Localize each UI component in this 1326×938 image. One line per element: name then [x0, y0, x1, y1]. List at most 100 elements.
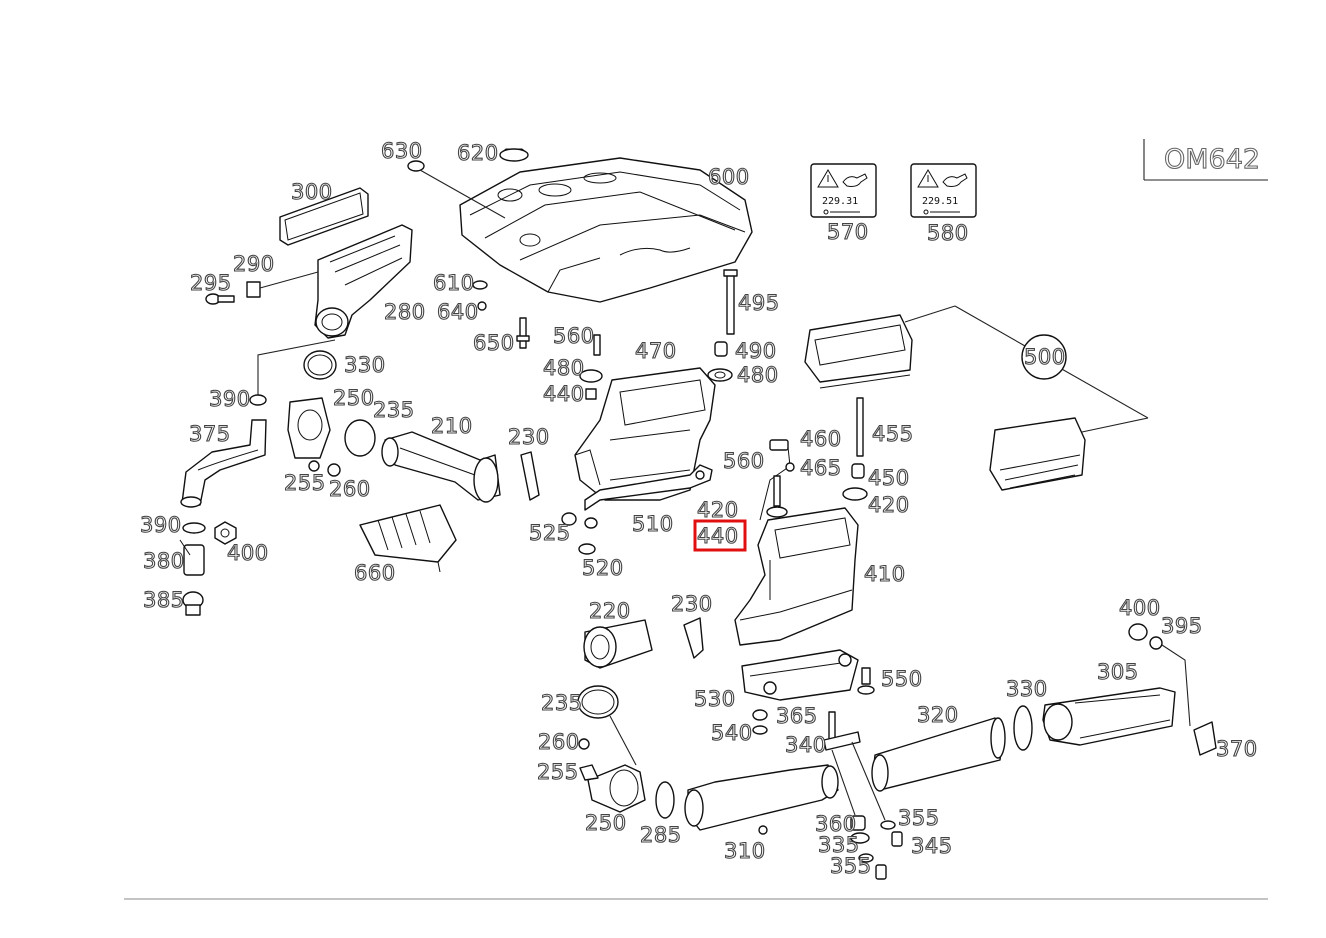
callout-650: 650 — [473, 331, 515, 355]
module-660 — [359, 504, 457, 573]
callout-220: 220 — [589, 599, 631, 623]
callout-310: 310 — [724, 839, 766, 863]
callout-390-lower: 390 — [140, 513, 182, 537]
callout-355-lower: 355 — [830, 854, 872, 878]
callout-355-upper: 355 — [898, 806, 940, 830]
callout-470: 470 — [635, 339, 677, 363]
callout-260-upper: 260 — [329, 477, 371, 501]
callout-285: 285 — [640, 823, 682, 847]
clamp-235-lower — [577, 685, 619, 719]
callout-660: 660 — [354, 561, 396, 585]
gasket-230-lower — [683, 617, 704, 659]
callout-550: 550 — [881, 667, 923, 691]
callout-440-upper: 440 — [543, 382, 585, 406]
cap-630 — [407, 160, 506, 219]
callout-340: 340 — [785, 733, 827, 757]
hose-320 — [871, 717, 1006, 792]
filter-element-500-lower — [989, 417, 1086, 491]
oil-sticker-570: 229.31 — [810, 163, 877, 218]
filter-element-500-upper — [804, 314, 913, 389]
bolt-stack-495 — [707, 269, 738, 382]
callout-400-left: 400 — [227, 541, 269, 565]
callout-330-upper: 330 — [344, 353, 386, 377]
small-parts-395-400-370 — [1128, 623, 1217, 756]
callout-235-lower: 235 — [541, 691, 583, 715]
callout-480-left: 480 — [543, 356, 585, 380]
callout-370: 370 — [1216, 737, 1258, 761]
callout-345: 345 — [911, 834, 953, 858]
clamp-330 — [303, 350, 337, 380]
callout-490: 490 — [735, 339, 777, 363]
callout-580: 580 — [927, 221, 969, 245]
clamp-390-upper — [249, 394, 267, 406]
callout-250-lower: 250 — [585, 811, 627, 835]
callout-230-upper: 230 — [508, 425, 550, 449]
seal-300 — [279, 187, 369, 246]
callout-640: 640 — [437, 300, 479, 324]
callout-460: 460 — [800, 427, 842, 451]
callout-360: 360 — [815, 812, 857, 836]
pipe-220 — [583, 619, 653, 669]
callout-570: 570 — [827, 220, 869, 244]
sticker-code-580: 229.51 — [922, 196, 958, 207]
callout-210: 210 — [431, 414, 473, 438]
callout-620: 620 — [457, 141, 499, 165]
intake-305 — [1042, 687, 1176, 746]
callout-600: 600 — [708, 165, 750, 189]
callout-300: 300 — [291, 180, 333, 204]
fastener-290-295 — [205, 271, 319, 305]
callout-305: 305 — [1097, 660, 1139, 684]
callout-510: 510 — [632, 512, 674, 536]
hose-210 — [381, 431, 501, 503]
callout-455: 455 — [872, 422, 914, 446]
intake-duct-280 — [314, 224, 413, 339]
callout-440-highlighted: 440 — [697, 524, 739, 548]
callout-465: 465 — [800, 456, 842, 480]
callout-320: 320 — [917, 703, 959, 727]
callout-255-lower: 255 — [537, 760, 579, 784]
callout-labels: 630 620 600 300 290 295 280 610 640 650 … — [139, 138, 1258, 878]
flange-250-lower — [578, 715, 646, 813]
callout-540: 540 — [711, 721, 753, 745]
callout-500: 500 — [1024, 345, 1066, 369]
callout-410: 410 — [864, 562, 906, 586]
small-parts-335-345-355-360 — [850, 815, 903, 880]
callout-255-upper: 255 — [284, 471, 326, 495]
callout-525: 525 — [529, 521, 571, 545]
callout-560-lower: 560 — [723, 449, 765, 473]
callout-480-right: 480 — [737, 363, 779, 387]
engine-cover-600 — [459, 157, 753, 303]
bolt-stack-455 — [842, 397, 868, 501]
callout-385: 385 — [143, 588, 185, 612]
callout-450: 450 — [868, 466, 910, 490]
callout-495: 495 — [738, 291, 780, 315]
callout-290: 290 — [233, 252, 275, 276]
clamp-330-lower — [1013, 705, 1033, 751]
gasket-230-upper — [520, 451, 540, 501]
pipe-310 — [684, 764, 839, 835]
oil-sticker-580: 229.51 — [910, 163, 977, 218]
flange-250-upper — [287, 397, 341, 477]
callout-380: 380 — [143, 549, 185, 573]
callout-250-upper: 250 — [333, 386, 375, 410]
callout-330-lower: 330 — [1006, 677, 1048, 701]
bracket-340 — [823, 711, 886, 821]
callout-365: 365 — [776, 704, 818, 728]
clamp-285 — [655, 781, 675, 819]
callout-520: 520 — [582, 556, 624, 580]
filter-housing-410 — [734, 507, 859, 646]
small-parts-520-525 — [561, 512, 598, 555]
callout-420-left: 420 — [697, 498, 739, 522]
highlight-box-440 — [693, 519, 747, 552]
callout-630: 630 — [381, 139, 423, 163]
callout-375: 375 — [189, 422, 231, 446]
engine-code-label: OM642 — [1164, 144, 1260, 175]
oil-cap-620 — [499, 148, 529, 162]
sensor-460 — [759, 439, 795, 521]
callout-610: 610 — [433, 271, 475, 295]
engine-code-frame: OM642 — [1143, 139, 1268, 181]
callout-230-lower: 230 — [671, 592, 713, 616]
callout-560-upper: 560 — [553, 324, 595, 348]
small-parts-380-400 — [179, 521, 237, 616]
hose-375 — [180, 419, 267, 508]
